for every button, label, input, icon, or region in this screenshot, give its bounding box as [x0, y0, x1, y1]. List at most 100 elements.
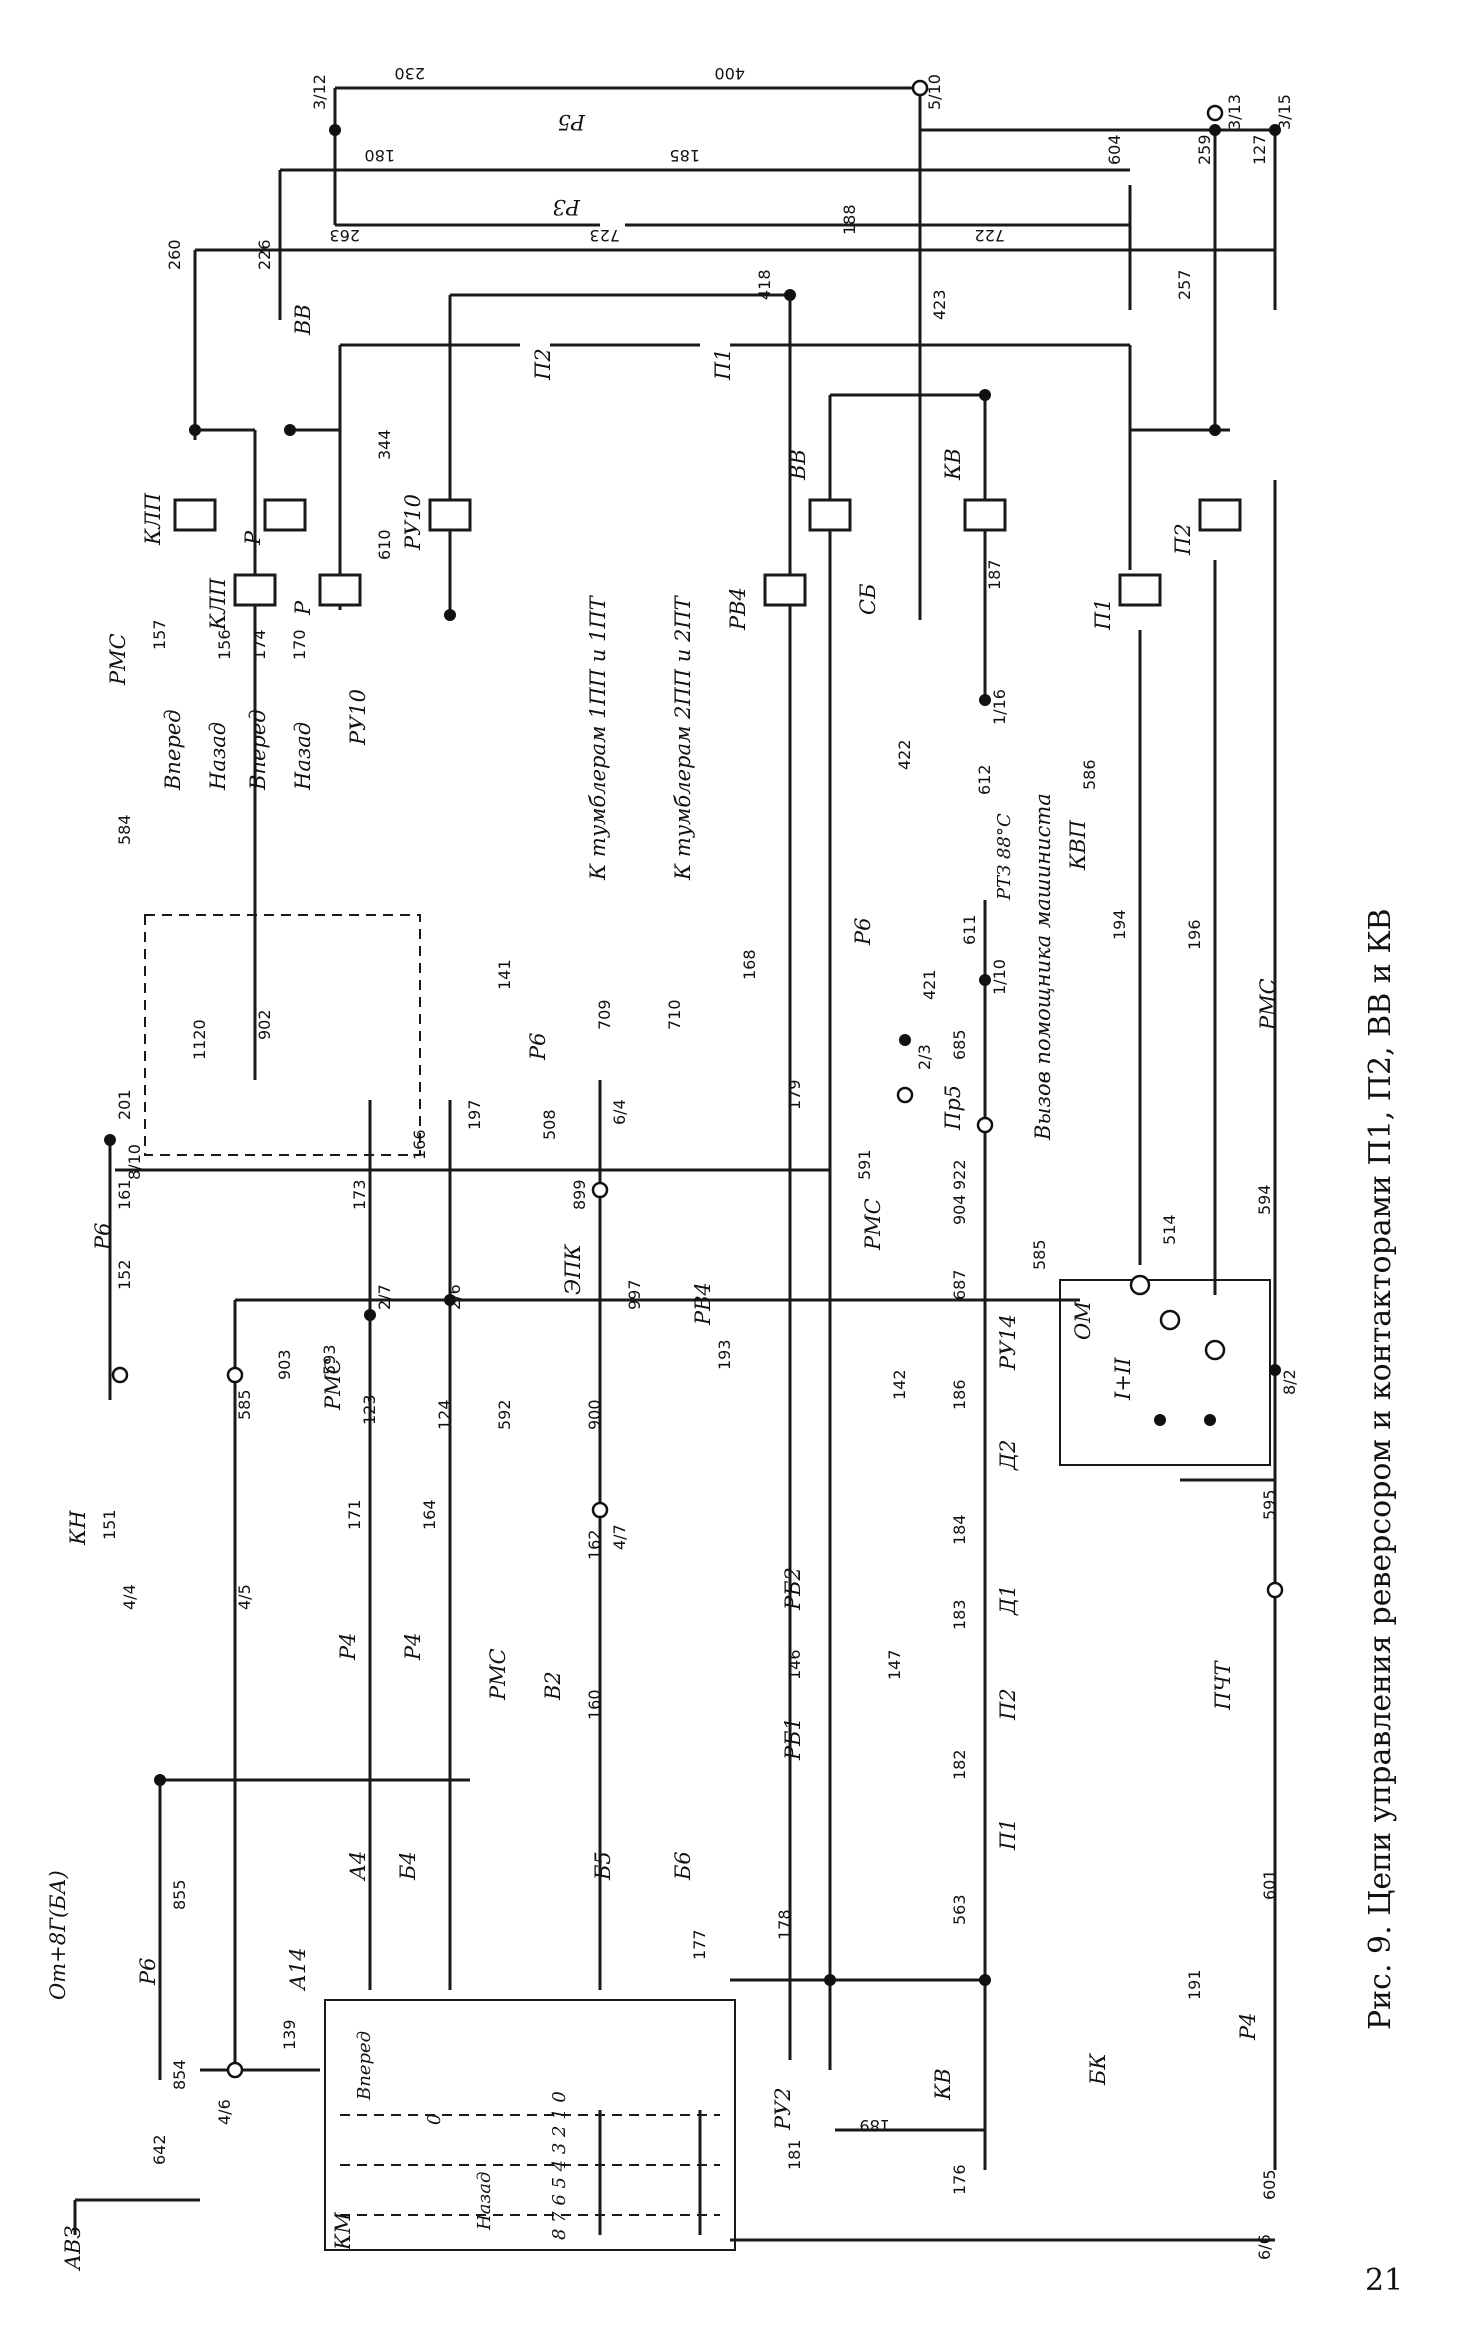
- wire-number: 423: [930, 289, 949, 320]
- wire-number: 1120: [190, 1019, 209, 1060]
- wire-number: 174: [250, 629, 269, 660]
- wire-number: 181: [785, 2139, 804, 2170]
- wire-number: 166: [410, 1129, 429, 1160]
- ctrl-contact-1: А4: [346, 1851, 370, 1882]
- wire-number: 151: [100, 1509, 119, 1540]
- wire-number: 722: [974, 226, 1005, 245]
- wire-number: 160: [585, 1689, 604, 1720]
- wire-number: 123: [360, 1394, 379, 1425]
- coil-ru10: [428, 498, 472, 532]
- controller-frames: [144, 914, 1271, 2251]
- wire-number: 187: [985, 559, 1004, 590]
- coil-p2: [1198, 498, 1242, 532]
- wire-number: 687: [950, 1269, 969, 1300]
- wire-number: 182: [950, 1749, 969, 1780]
- wire-number: 585: [235, 1389, 254, 1420]
- wire-number: 152: [115, 1259, 134, 1290]
- contact-bottom-7: РБ1: [781, 1717, 805, 1761]
- wiring: [73, 86, 1277, 2242]
- direction-label-1: Назад: [206, 722, 230, 791]
- wire-number: 591: [855, 1149, 874, 1180]
- wire-number: 584: [115, 814, 134, 845]
- wire-number: 194: [1110, 909, 1129, 940]
- wire-number: 193: [715, 1339, 734, 1370]
- ctrl-contact-4: Б6: [671, 1851, 695, 1881]
- contact-misc-1: РТЗ 88°С: [994, 813, 1015, 901]
- wire-number: 142: [890, 1369, 909, 1400]
- contact-bottom-3: П2: [996, 1688, 1020, 1721]
- coil-kv: [963, 498, 1007, 532]
- coil-p1: [1118, 573, 1162, 607]
- wire-number: 127: [1250, 134, 1269, 165]
- wire-number: 610: [375, 529, 394, 560]
- wire-number: 189: [859, 2116, 890, 2135]
- connector-label-6: Р4: [1236, 2013, 1260, 2042]
- contact-misc-0: СБ: [856, 584, 880, 616]
- wire-number: 508: [540, 1109, 559, 1140]
- contact-top-0: Р5: [558, 110, 587, 134]
- coil-pair-label-0: КЛП: [206, 577, 230, 631]
- wire-number: 161: [115, 1179, 134, 1210]
- wire-number: 171: [345, 1499, 364, 1530]
- wire-number: 418: [755, 269, 774, 300]
- coil-vv: [808, 498, 852, 532]
- contact-bottom-5: Д2: [996, 1440, 1020, 1471]
- wire-number: 421: [920, 969, 939, 1000]
- contact-misc-6: I+II: [1111, 1357, 1135, 1401]
- wire-number: 709: [595, 999, 614, 1030]
- coil-label-7: П2: [1171, 523, 1195, 556]
- connector-label-10: РМС: [861, 1198, 885, 1251]
- wire-number: 257: [1175, 269, 1194, 300]
- figure-caption: Рис. 9. Цепи управления реверсором и кон…: [1363, 908, 1398, 2030]
- ctrl-contact-0: А14: [286, 1947, 310, 1992]
- terminal-label-12: 2/3: [915, 1044, 934, 1070]
- ctrl-contact-3: Б5: [591, 1851, 615, 1881]
- coil-label-2: РУ10: [401, 494, 425, 551]
- wire-number: 710: [665, 999, 684, 1030]
- direction-label-4: РУ10: [346, 689, 370, 746]
- contact-bottom-1: КВ: [931, 2068, 955, 2101]
- wire-number: 586: [1080, 759, 1099, 790]
- coil-r-b: [318, 573, 362, 607]
- wire-number: 902: [255, 1009, 274, 1040]
- coil-label-4: ВВ: [786, 449, 810, 481]
- coil-label-1: Р: [241, 530, 265, 546]
- coil-klp-b: [233, 573, 277, 607]
- label-breaker: АВЗ: [61, 2226, 85, 2272]
- wire-number: 156: [215, 629, 234, 660]
- wire-number: 173: [350, 1179, 369, 1210]
- wire-number: 197: [465, 1099, 484, 1130]
- wire-number: 147: [885, 1649, 904, 1680]
- label-power-source: От+8Г(БА): [46, 1870, 70, 2000]
- label-controller: КМ: [331, 2212, 355, 2251]
- wire-number: 563: [950, 1894, 969, 1925]
- label-pos-forward: Вперед: [354, 2031, 375, 2101]
- wire-number: 855: [170, 1879, 189, 1910]
- contact-misc-4: ПЧТ: [1211, 1659, 1235, 1711]
- junction-nodes: [104, 124, 1281, 1986]
- contact-misc-2: КВП: [1066, 819, 1090, 871]
- terminal-label-16: 8/2: [1280, 1369, 1299, 1395]
- contact-misc-5: ОМ: [1071, 1301, 1095, 1340]
- terminal-label-8: 2/7: [375, 1284, 394, 1310]
- wire-number: 594: [1255, 1184, 1274, 1215]
- contact-bottom-9: РВ4: [691, 1282, 715, 1326]
- wire-number: 922: [950, 1159, 969, 1190]
- wire-number: 904: [950, 1194, 969, 1225]
- connector-label-8: РМС: [321, 1358, 345, 1411]
- wire-number: 230: [394, 64, 425, 83]
- wire-number: 422: [895, 739, 914, 770]
- coil-pair-label-1: Р: [291, 600, 315, 616]
- terminal-circles: [111, 79, 1284, 2079]
- wire-number: 585: [1030, 1239, 1049, 1270]
- label-pos-zero: 0: [424, 2114, 445, 2125]
- coil-rv4: [763, 573, 807, 607]
- wire-number: 162: [585, 1529, 604, 1560]
- wire-number: 595: [1260, 1489, 1279, 1520]
- wire-number: 259: [1195, 134, 1214, 165]
- connector-label-7: РМС: [106, 633, 130, 686]
- wire-number: 400: [714, 64, 745, 83]
- terminal-label-3: 3/15: [1275, 94, 1294, 130]
- label-button-kn: КН: [66, 1510, 90, 1546]
